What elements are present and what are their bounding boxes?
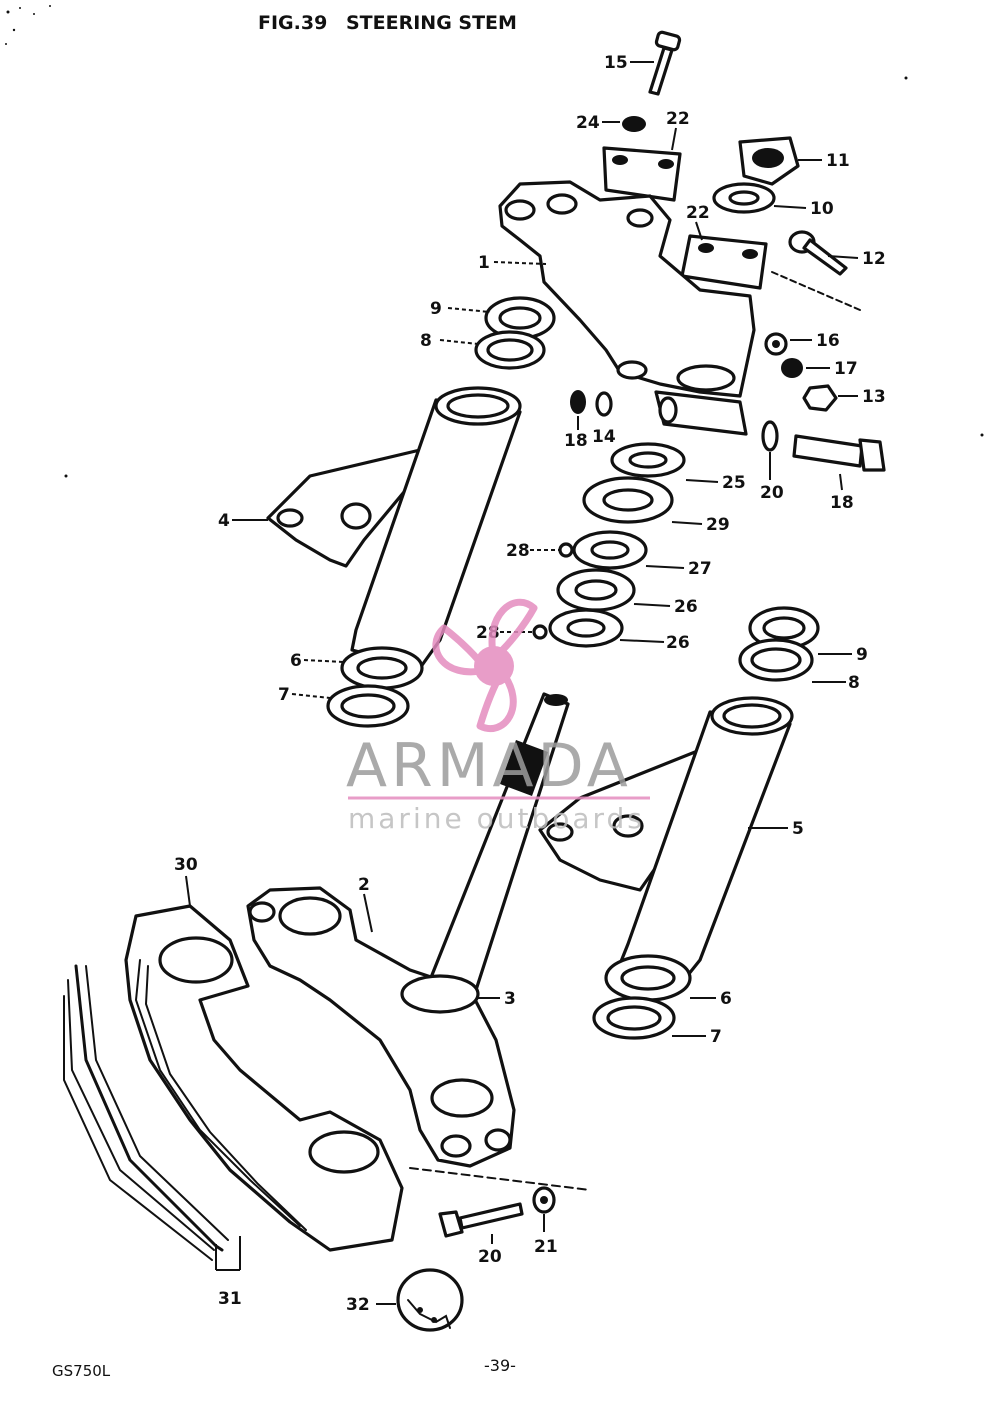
callout-3: 3 [504, 989, 516, 1009]
callout-10: 10 [810, 199, 834, 219]
callout-7-left: 7 [278, 685, 290, 705]
callout-30: 30 [174, 855, 198, 875]
watermark-tagline: marine outboards [348, 802, 645, 835]
callout-27: 27 [688, 559, 712, 579]
callout-1: 1 [478, 253, 490, 273]
callout-13: 13 [862, 387, 886, 407]
callout-20: 20 [478, 1247, 502, 1267]
part-13-washer-small [595, 391, 613, 417]
figure-title: FIG.39 [258, 12, 328, 34]
callout-7-right: 7 [710, 1027, 722, 1047]
part-1-upper-bracket [498, 180, 756, 436]
part-21-washer [532, 1186, 556, 1214]
part-5-right-fork-cover [538, 696, 794, 982]
part-31-reflector-strips [63, 964, 241, 1271]
callout-9-left: 9 [430, 299, 442, 319]
part-22-handlebar-clamp-upper [602, 146, 682, 202]
part-17-washer [761, 420, 779, 452]
part-15-washer [764, 332, 788, 356]
callout-24: 24 [576, 113, 600, 133]
part-28-steel-ball-upper [558, 542, 574, 558]
callout-8-right: 8 [848, 673, 860, 693]
part-32-emblem [396, 1268, 464, 1332]
callout-5: 5 [792, 819, 804, 839]
part-25-lock-nut [610, 442, 686, 478]
model-code: GS750L [52, 1362, 111, 1380]
part-23-bolt [648, 30, 682, 96]
part-8-left-ring [474, 330, 546, 370]
part-20-bolt [438, 1202, 524, 1238]
leader-lines [185, 61, 859, 1305]
part-28-steel-ball-lower [532, 624, 548, 640]
callout-6-right: 6 [720, 989, 732, 1009]
figure-subtitle: STEERING STEM [346, 12, 517, 34]
callout-25: 25 [722, 473, 746, 493]
callout-15: 16 [816, 331, 840, 351]
propeller-logo-icon [432, 598, 538, 732]
callout-32: 32 [346, 1295, 370, 1315]
part-14-nut [781, 358, 803, 378]
part-13-nut [802, 384, 838, 412]
part-26-bearing-race-upper [556, 568, 636, 612]
callout-21: 21 [534, 1237, 558, 1257]
callout-22-top: 22 [666, 109, 690, 129]
part-9-left-dust-seal [484, 296, 556, 340]
callout-16: 18 [830, 493, 854, 513]
callout-4: 4 [218, 511, 230, 531]
callout-2: 2 [358, 875, 370, 895]
part-7-right-ring [592, 996, 676, 1040]
part-4-left-fork-cover [266, 386, 522, 670]
part-24-nut [622, 116, 646, 132]
part-26-bearing-race-lower [548, 608, 624, 648]
part-9-right-dust-seal [748, 606, 820, 650]
part-11-stem-nut [738, 136, 800, 186]
part-30-lower-cover [124, 904, 404, 1252]
part-10-washer [712, 182, 776, 214]
callout-labels: 15 24 22 11 10 22 12 1 9 8 16 17 13 18 1… [174, 53, 886, 1315]
callout-9-right: 9 [856, 645, 868, 665]
watermark-brand: ARMADA [346, 731, 632, 801]
callout-31: 31 [218, 1289, 242, 1309]
callout-11: 11 [826, 151, 850, 171]
part-2-lower-bracket [246, 886, 591, 1191]
callout-26-lower: 26 [666, 633, 690, 653]
callout-12: 12 [862, 249, 886, 269]
part-12-clamp-bolt [771, 230, 861, 311]
callout-17: 20 [760, 483, 784, 503]
callout-22-mid: 22 [686, 203, 710, 223]
part-8-right-ring [738, 638, 814, 682]
part-18-nut [570, 390, 586, 414]
callout-14: 17 [834, 359, 858, 379]
part-7-left-ring [326, 684, 410, 728]
callout-23: 15 [604, 53, 628, 73]
callout-18: 18 [564, 431, 588, 451]
callout-13-small: 14 [592, 427, 616, 447]
callout-8-left: 8 [420, 331, 432, 351]
part-29-bearing-cover [582, 476, 674, 524]
page-number: -39- [484, 1356, 516, 1375]
callout-29: 29 [706, 515, 730, 535]
scan-speckle [5, 5, 984, 478]
part-16-pinch-bolt [792, 434, 886, 472]
callout-28-upper: 28 [506, 541, 530, 561]
part-27-upper-race [572, 530, 648, 570]
part-6-left-cushion [340, 646, 424, 690]
part-6-right-cushion [604, 954, 692, 1002]
callout-26-upper: 26 [674, 597, 698, 617]
part-22-handlebar-clamp-lower [680, 234, 768, 290]
watermark: ARMADA marine outboards [346, 598, 650, 835]
callout-6-left: 6 [290, 651, 302, 671]
